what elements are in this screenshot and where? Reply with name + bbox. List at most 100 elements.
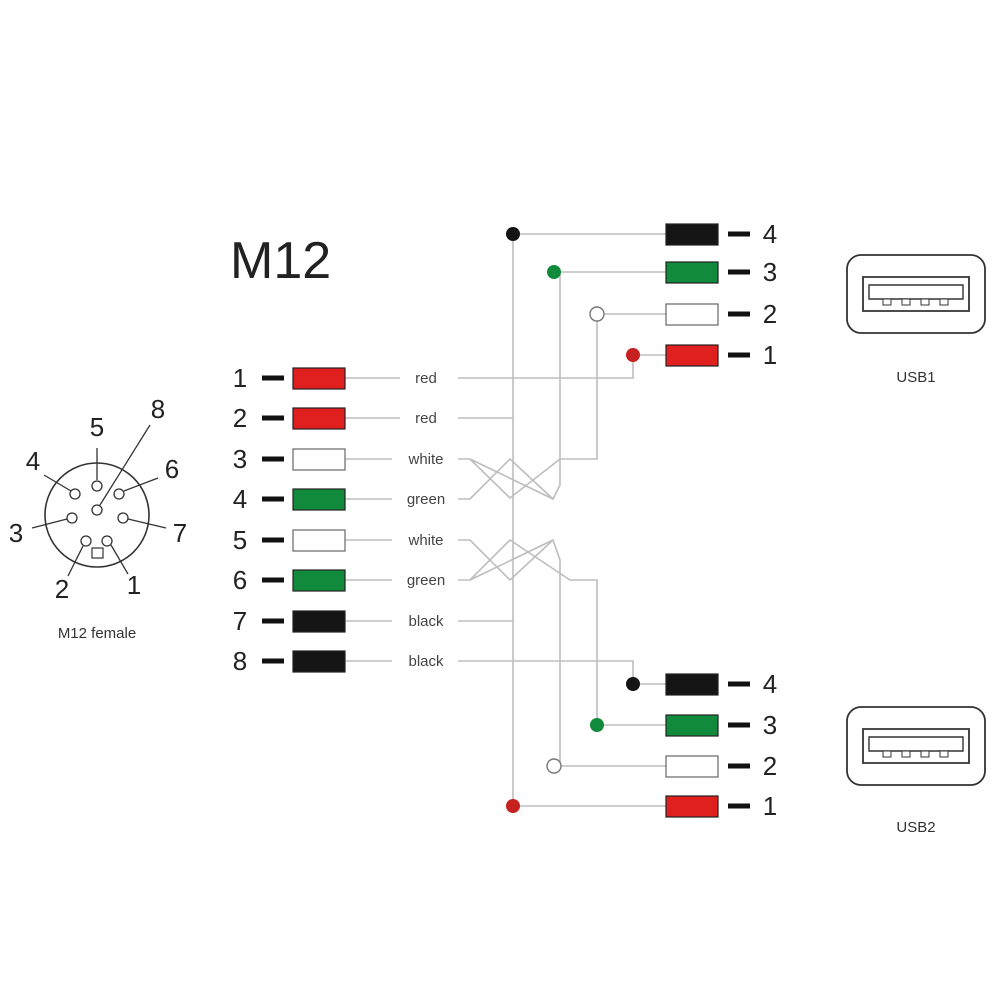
usb2-port-icon (846, 706, 986, 786)
connector-pin-hole (69, 488, 81, 500)
junction-dot-red-usb1 (626, 348, 640, 362)
m12-wire-label: green (407, 491, 445, 508)
m12-wire-sleeve-red (292, 407, 346, 430)
m12-wire-sleeve-black (292, 650, 346, 673)
m12-pin-row: 7 black (233, 606, 444, 636)
connector-pin-number: 6 (165, 454, 179, 484)
usb2-wire-sleeve-red (665, 795, 719, 818)
usb1-wire-sleeve-black (665, 223, 719, 246)
connector-caption: M12 female (58, 625, 136, 642)
m12-wire-label: white (407, 451, 443, 468)
connector-pin-number: 2 (55, 574, 69, 604)
m12-pin-row: 4 green (233, 484, 445, 514)
junction-dot-red-usb2 (506, 799, 520, 813)
m12-wire-label: black (408, 613, 444, 630)
m12-pin-number: 5 (233, 525, 247, 555)
junction-dot-white-usb2 (546, 758, 562, 774)
m12-pin-number: 2 (233, 403, 247, 433)
usb1-wire-sleeve-green (665, 261, 719, 284)
junction-dots (506, 227, 640, 813)
m12-wire-label: black (408, 653, 444, 670)
usb1-port-icon (846, 254, 986, 334)
connector-pin-hole (117, 512, 129, 524)
usb1-pin-number: 3 (763, 257, 777, 287)
m12-pin-number: 1 (233, 363, 247, 393)
junction-dot-black-usb2 (626, 677, 640, 691)
m12-pin-number: 6 (233, 565, 247, 595)
m12-pin-number: 3 (233, 444, 247, 474)
m12-wire-label: red (415, 370, 437, 387)
usb1-pin-row: 4 (665, 219, 777, 249)
usb1-pin-number: 2 (763, 299, 777, 329)
usb2-pin-rows: 4 3 2 1 (665, 669, 777, 821)
connector-pin-leader (67, 545, 84, 577)
m12-pin-number: 8 (233, 646, 247, 676)
connector-pin-hole (113, 488, 125, 500)
connector-pin-leader (127, 518, 167, 529)
connector-pin-leader (43, 474, 72, 492)
m12-wire-label: white (407, 532, 443, 549)
usb2-pin-row: 2 (665, 751, 777, 781)
m12-pin-number: 7 (233, 606, 247, 636)
m12-pin-row: 8 black (233, 646, 444, 676)
usb2-wire-sleeve-green (665, 714, 719, 737)
usb1-pin-row: 3 (665, 257, 777, 287)
m12-wire-sleeve-red (292, 367, 346, 390)
usb1-wire-sleeve-white (665, 303, 719, 326)
m12-wire-sleeve-white (292, 529, 346, 552)
connector-pin-number: 8 (151, 394, 165, 424)
connector-pin-number: 7 (173, 518, 187, 548)
usb2-wire-sleeve-white (665, 755, 719, 778)
junction-dot-green-usb2 (590, 718, 604, 732)
m12-wire-sleeve-green (292, 488, 346, 511)
usb2-pin-number: 1 (763, 791, 777, 821)
connector-pin-hole (66, 512, 78, 524)
m12-female-connector: 1 2 3 4 5 6 7 8 M12 female (9, 394, 187, 642)
m12-wire-sleeve-white (292, 448, 346, 471)
connector-pin-leader (110, 544, 129, 575)
connector-pin-hole (91, 480, 103, 492)
connector-pin-hole (101, 535, 113, 547)
connector-pin-leader (31, 518, 68, 529)
connector-pin-number: 5 (90, 412, 104, 442)
junction-dot-green-usb1 (547, 265, 561, 279)
connector-pin-hole (91, 504, 103, 516)
m12-pin-rows: 1 red 2 red 3 white 4 green 5 white 6 green 7 black 8 b… (233, 363, 445, 676)
usb1-label: USB1 (896, 369, 935, 386)
usb2-label: USB2 (896, 819, 935, 836)
usb1-pin-number: 4 (763, 219, 777, 249)
junction-dot-black-usb1 (506, 227, 520, 241)
usb2-pin-number: 2 (763, 751, 777, 781)
connector-pin-number: 3 (9, 518, 23, 548)
m12-pin-row: 1 red (233, 363, 437, 393)
connector-pin-leader (99, 424, 151, 506)
m12-pin-number: 4 (233, 484, 247, 514)
m12-wire-label: red (415, 410, 437, 427)
usb1-pin-number: 1 (763, 340, 777, 370)
usb1-pin-row: 2 (665, 299, 777, 329)
m12-wire-sleeve-black (292, 610, 346, 633)
m12-wire-sleeve-green (292, 569, 346, 592)
usb1-wire-sleeve-red (665, 344, 719, 367)
m12-pin-row: 6 green (233, 565, 445, 595)
connector-pin-number: 4 (26, 446, 40, 476)
usb2-pin-row: 1 (665, 791, 777, 821)
junction-dot-white-usb1 (589, 306, 605, 322)
usb2-pin-row: 3 (665, 710, 777, 740)
usb2-pin-number: 4 (763, 669, 777, 699)
usb1-pin-rows: 4 3 2 1 (665, 219, 777, 370)
m12-pin-row: 3 white (233, 444, 444, 474)
diagram-title: M12 (230, 232, 331, 290)
usb2-pin-row: 4 (665, 669, 777, 699)
connector-pin-hole (80, 535, 92, 547)
connector-pin-number: 1 (127, 570, 141, 600)
usb1-pin-row: 1 (665, 340, 777, 370)
usb2-wire-sleeve-black (665, 673, 719, 696)
usb2-pin-number: 3 (763, 710, 777, 740)
m12-pin-row: 2 red (233, 403, 437, 433)
m12-pin-row: 5 white (233, 525, 444, 555)
connector-pin-leader (123, 477, 159, 492)
m12-wire-label: green (407, 572, 445, 589)
wiring-lines (345, 233, 666, 807)
